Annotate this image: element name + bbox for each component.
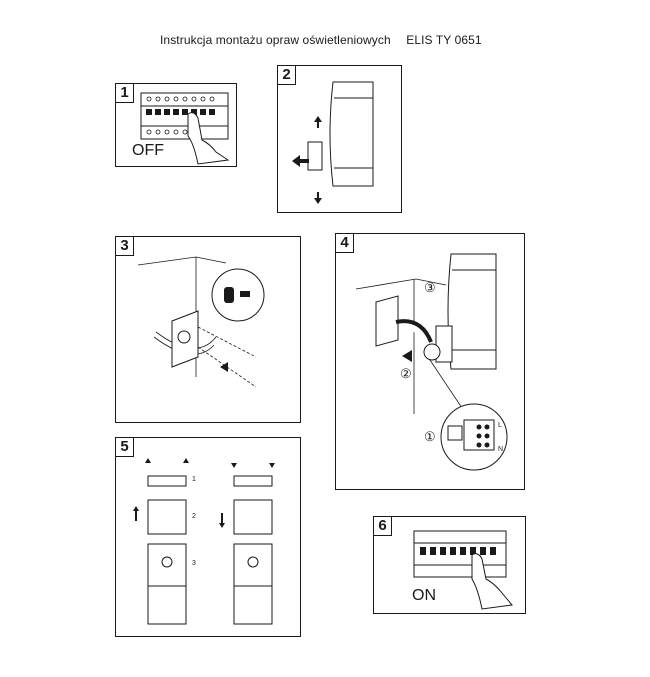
step-1-badge: 1 xyxy=(116,84,134,103)
step-3-badge: 3 xyxy=(116,237,134,256)
step-6-panel: 6 ON xyxy=(373,516,526,614)
step-5-panel: 5 1 2 3 xyxy=(115,437,301,637)
terminal-n-label: N xyxy=(498,446,504,453)
title-text: Instrukcja montażu opraw oświetleniowych xyxy=(160,33,391,47)
breaker-panel-on-illustration xyxy=(413,530,513,610)
step-2-badge: 2 xyxy=(278,66,296,85)
mounting-plate-illustration xyxy=(137,256,265,388)
step-4-badge: 4 xyxy=(336,234,354,253)
step-6-badge: 6 xyxy=(374,517,392,536)
step-3-panel: 3 xyxy=(115,236,301,423)
wiring-connection-illustration xyxy=(355,253,508,471)
step-4-callout-2: ② xyxy=(400,366,412,381)
step-5-sub-2: 2 xyxy=(192,513,196,520)
step-2-panel: 2 xyxy=(277,65,402,213)
fixture-removal-illustration xyxy=(292,81,374,204)
step-4-callout-3: ③ xyxy=(424,280,436,295)
breaker-panel-illustration xyxy=(140,92,230,165)
lamp-assembly-illustration xyxy=(133,458,275,625)
step-4-panel: 4 ① ② ③ L N xyxy=(335,233,525,490)
step-5-sub-3: 3 xyxy=(192,560,196,567)
step-5-badge: 5 xyxy=(116,438,134,457)
step-1-off-label: OFF xyxy=(132,142,164,159)
model-number: ELIS TY 0651 xyxy=(406,33,482,47)
step-5-sub-1: 1 xyxy=(192,476,196,483)
step-6-on-label: ON xyxy=(412,587,436,604)
terminal-l-label: L xyxy=(498,422,502,429)
step-1-panel: 1 OFF xyxy=(115,83,237,167)
step-4-callout-1: ① xyxy=(424,429,436,444)
document-title: Instrukcja montażu opraw oświetleniowych… xyxy=(160,33,482,47)
